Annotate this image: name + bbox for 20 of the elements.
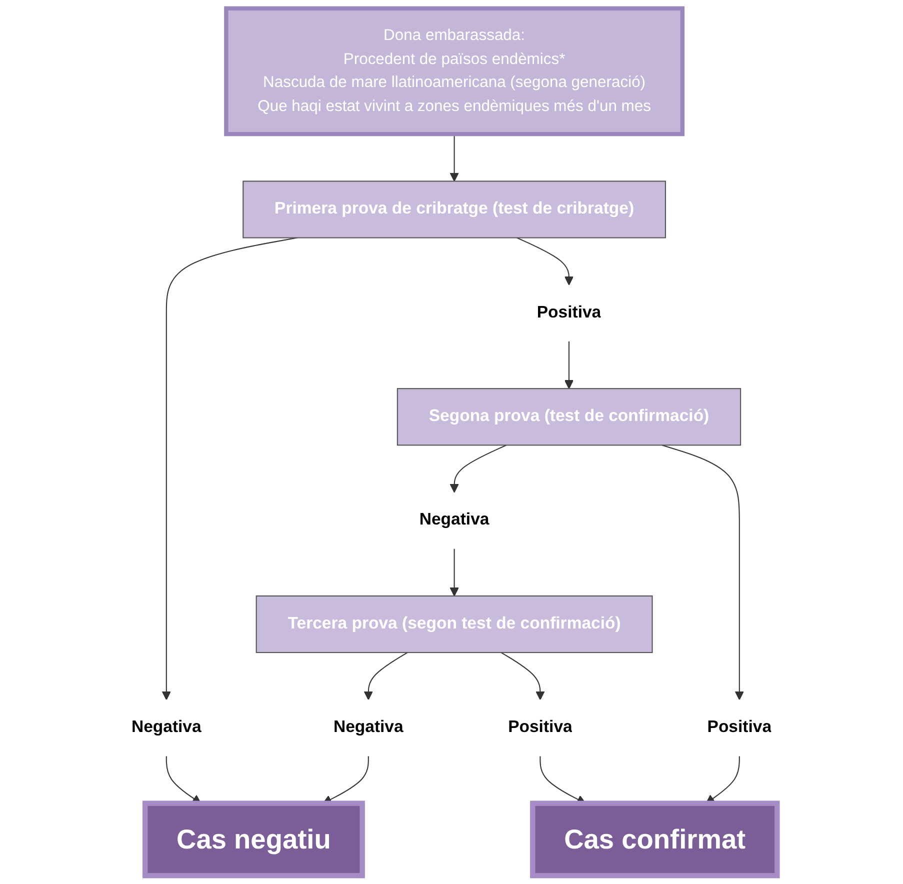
arrow (450, 548, 459, 596)
node-text: Positiva (508, 718, 572, 736)
node-box: Dona embarassada: Procedent de països endèmics* Nascuda de mare llatinoamericana (segona generació) Que haqi estat vivint a zones endèmiques més d'un mes (224, 6, 684, 136)
arrow (516, 237, 574, 286)
node-text: Positiva (707, 718, 772, 736)
arrow (364, 652, 408, 700)
node-text: Positiva (536, 304, 602, 322)
node-box: Cas confirmat (530, 800, 780, 878)
node-box: Primera prova de cribratge (test de cribratge) (242, 180, 666, 238)
arrow (662, 444, 744, 700)
arrow (450, 444, 507, 493)
node-text: Negativa (333, 718, 404, 736)
node-text: Negativa (419, 511, 490, 529)
node-box: Segona prova (test de confirmació) (396, 388, 742, 446)
node-box: Cas negatiu (142, 800, 365, 878)
arrow (450, 134, 459, 182)
node-box: Tercera prova (segon test de confirmació) (256, 595, 653, 654)
node-text: Negativa (131, 718, 202, 736)
arrow (500, 652, 545, 700)
arrow (564, 341, 574, 389)
